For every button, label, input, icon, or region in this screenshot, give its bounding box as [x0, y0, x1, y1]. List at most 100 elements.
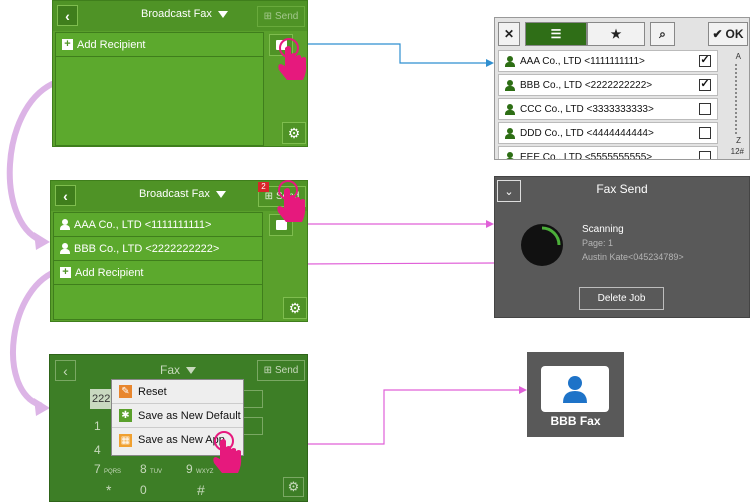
list-item[interactable]: CCC Co., LTD <3333333333>: [498, 98, 718, 120]
menu-item-label: Save as New App: [138, 434, 225, 446]
key-letters: PQRS: [104, 469, 122, 475]
send-button[interactable]: ⊞Send: [257, 360, 305, 381]
add-recipient-label: Add Recipient: [77, 38, 146, 51]
menu-item-save-default[interactable]: ✱ Save as New Default: [112, 404, 243, 428]
caret-down-icon: [186, 367, 197, 375]
send-label: Send: [275, 365, 299, 376]
send-button[interactable]: ⊞Send: [257, 6, 305, 27]
gear-icon: ⚙: [288, 299, 302, 316]
list-item[interactable]: EEE Co., LTD <5555555555>: [498, 146, 718, 159]
search-button[interactable]: ⌕: [650, 22, 675, 46]
menu-item-label: Reset: [138, 385, 167, 398]
checkbox[interactable]: [699, 103, 711, 115]
index-letter[interactable]: Z: [736, 136, 741, 145]
list-item[interactable]: BBB Co., LTD <2222222222> ✓: [498, 74, 718, 96]
list-item[interactable]: DDD Co., LTD <4444444444>: [498, 122, 718, 144]
person-icon: [60, 243, 70, 254]
fax-number-field[interactable]: 222: [90, 389, 114, 409]
key-letters: TUV: [150, 469, 163, 475]
reset-icon: ✎: [119, 385, 132, 398]
checkbox[interactable]: ✓: [699, 78, 711, 91]
title-dropdown[interactable]: Broadcast Fax: [141, 8, 228, 20]
back-button[interactable]: ‹: [55, 360, 76, 381]
entry-name: BBB Co., LTD <2222222222>: [520, 79, 653, 91]
fax-options-menu: ✎ Reset ✱ Save as New Default ▦ Save as …: [111, 379, 244, 456]
page-count: Page: 1: [582, 238, 614, 248]
close-icon: ✕: [503, 27, 515, 41]
settings-button[interactable]: ⚙: [282, 122, 306, 144]
key-star[interactable]: *: [106, 482, 112, 498]
add-recipient-row[interactable]: + Add Recipient: [56, 33, 263, 57]
list-item[interactable]: AAA Co., LTD <1111111111> ✓: [498, 50, 718, 72]
chevron-left-icon: ‹: [63, 362, 68, 379]
person-icon: [505, 55, 515, 67]
recipient-row[interactable]: AAA Co., LTD <1111111111>: [54, 213, 262, 237]
index-scroll-track[interactable]: [735, 64, 739, 134]
title-dropdown[interactable]: Fax: [160, 363, 197, 377]
connector-pink-left: [299, 262, 495, 265]
key-0[interactable]: 0: [140, 483, 147, 497]
key-4[interactable]: 4: [94, 443, 101, 457]
tab-list[interactable]: ☰: [525, 22, 587, 46]
checkbox[interactable]: [699, 127, 711, 139]
address-book-button[interactable]: [243, 390, 263, 408]
close-button[interactable]: ✕: [498, 22, 520, 46]
key-letters: WXYZ: [196, 469, 214, 475]
key-9[interactable]: 9 WXYZ: [186, 462, 213, 476]
menu-item-reset[interactable]: ✎ Reset: [112, 380, 243, 404]
settings-button[interactable]: ⚙: [283, 297, 307, 319]
title-dropdown[interactable]: Broadcast Fax: [139, 188, 226, 200]
key-1[interactable]: 1: [94, 419, 101, 433]
gear-icon: ⚙: [287, 479, 300, 494]
chevron-left-icon: ‹: [65, 7, 70, 24]
tap-hand-icon: [213, 431, 242, 473]
page-title: Broadcast Fax: [139, 188, 210, 200]
page-title: Fax: [160, 363, 181, 377]
ok-label: OK: [725, 27, 744, 41]
star-icon: ★: [610, 27, 622, 41]
dialog-title: Fax Send: [596, 182, 648, 196]
tap-hand-icon: [278, 38, 307, 80]
settings-button[interactable]: ⚙: [283, 477, 304, 497]
recipient-list: + Add Recipient: [55, 32, 264, 146]
recipient-row[interactable]: BBB Co., LTD <2222222222>: [54, 237, 262, 261]
add-recipient-row[interactable]: + Add Recipient: [54, 261, 262, 285]
chevron-down-icon: ⌄: [504, 185, 514, 198]
chevron-left-icon: ‹: [63, 187, 68, 204]
index-letter[interactable]: A: [735, 52, 741, 61]
swoosh-arrow-2: [10, 267, 63, 408]
key-hash[interactable]: #: [197, 482, 205, 498]
gear-icon: ⚙: [287, 124, 301, 141]
back-button[interactable]: ‹: [55, 185, 76, 206]
broadcast-fax-panel-empty: ‹ Broadcast Fax ⊞Send + Add Recipient ⚙: [52, 0, 308, 147]
delete-job-button[interactable]: Delete Job: [579, 287, 664, 310]
index-letter[interactable]: 12#: [730, 147, 744, 156]
back-button[interactable]: ‹: [57, 5, 78, 26]
tap-hand-icon: [277, 180, 306, 222]
ok-button[interactable]: ✔OK: [708, 22, 748, 46]
check-icon: ✔: [712, 27, 723, 41]
menu-item-save-app[interactable]: ▦ Save as New App: [112, 428, 243, 452]
key-digit: 7: [94, 462, 101, 476]
entry-name: DDD Co., LTD <4444444444>: [520, 127, 654, 139]
swoosh-arrow-2-head: [34, 398, 50, 416]
person-icon: [563, 376, 587, 403]
address-book-icon: [275, 220, 287, 230]
key-8[interactable]: 8 TUV: [140, 462, 162, 476]
fax-icon: ⊞: [264, 191, 274, 202]
top-bar: ‹ Broadcast Fax ⊞Send: [53, 1, 307, 31]
tab-favorites[interactable]: ★: [587, 22, 645, 46]
connector-blue: [302, 43, 490, 64]
app-tile-label: BBB Fax: [550, 414, 601, 428]
bbb-fax-app-tile[interactable]: [541, 366, 609, 412]
key-7[interactable]: 7 PQRS: [94, 462, 121, 476]
checkbox[interactable]: ✓: [699, 54, 711, 67]
caret-down-icon: [217, 10, 228, 18]
entry-name: CCC Co., LTD <3333333333>: [520, 103, 654, 115]
swoosh-arrow-1: [6, 81, 55, 243]
broadcast-fax-panel-filled: ‹ Broadcast Fax ⊞Send 2 AAA Co., LTD <11…: [50, 180, 308, 322]
checkbox[interactable]: [699, 151, 711, 159]
collapse-button[interactable]: ⌄: [497, 180, 521, 202]
recipient-label: AAA Co., LTD <1111111111>: [74, 218, 212, 231]
person-icon: [60, 219, 70, 230]
